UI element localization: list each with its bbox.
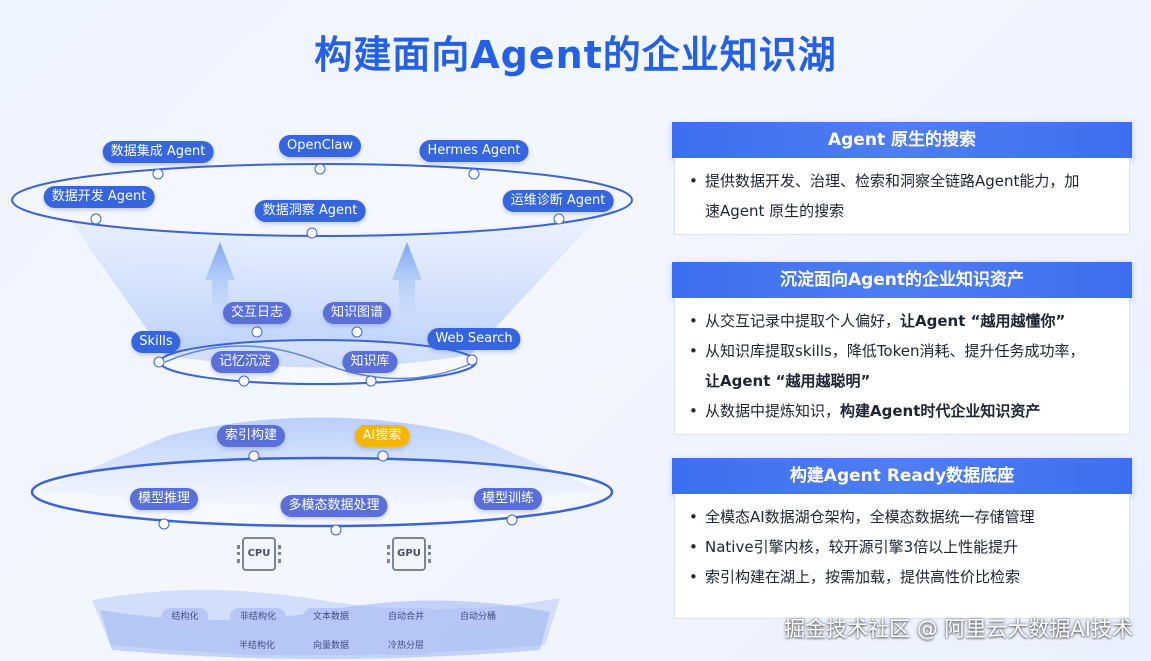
model-training: 模型训练: [473, 488, 543, 510]
lower-funnel: [40, 417, 600, 505]
panel-header: 构建Agent Ready数据底座: [672, 458, 1132, 494]
item-emphasis: 让Agent “越用越懂你”: [900, 312, 1066, 330]
node-dot: [466, 354, 478, 366]
storage-tag: 冷热分层: [377, 637, 435, 655]
interaction-log: 交互日志: [222, 302, 292, 324]
gpu-icon: GPU: [387, 537, 431, 571]
storage-tag: 文本数据: [302, 608, 360, 626]
node-dot: [506, 514, 518, 526]
layer-diagram: [11, 163, 633, 659]
storage-tag: 非结构化: [229, 608, 287, 626]
item-text: 全模态AI数据湖仓架构，全模态数据统一存储管理: [705, 508, 1035, 526]
agent-data-integration: 数据集成 Agent: [102, 141, 214, 163]
item-text: 提供数据开发、治理、检索和洞察全链路Agent能力，加: [705, 172, 1080, 190]
panel-item: 索引构建在湖上，按需加载，提供高性价比检索: [685, 562, 1115, 592]
index-build: 索引构建: [216, 425, 286, 447]
storage-tag: 结构化: [161, 608, 209, 626]
item-text: 从知识库提取skills，降低Token消耗、提升任务成功率，: [705, 342, 1085, 360]
agent-hermes: Hermes Agent: [419, 140, 529, 162]
panel-item-continuation: 让Agent “越用越聪明”: [685, 366, 1115, 396]
item-text: 索引构建在湖上，按需加载，提供高性价比检索: [705, 568, 1021, 586]
panel-header: Agent 原生的搜索: [672, 122, 1132, 158]
storage-tag: 自动分桶: [449, 608, 507, 626]
web-search: Web Search: [427, 328, 521, 350]
node-dot: [330, 524, 342, 536]
node-dot: [152, 168, 164, 180]
item-text: 速Agent 原生的搜索: [705, 202, 845, 220]
agent-openclaw: OpenClaw: [278, 135, 362, 157]
panel-body: 全模态AI数据湖仓架构，全模态数据统一存储管理 Native引擎内核，较开源引擎…: [674, 494, 1130, 619]
panel-knowledge-assets: 沉淀面向Agent的企业知识资产 从交互记录中提取个人偏好，让Agent “越用…: [672, 262, 1132, 435]
node-dot: [553, 213, 565, 225]
up-arrow-right: [392, 242, 422, 325]
panel-body: 提供数据开发、治理、检索和洞察全链路Agent能力，加 速Agent 原生的搜索: [674, 158, 1130, 235]
node-dot: [90, 213, 102, 225]
node-dot: [351, 326, 363, 338]
panel-header: 沉淀面向Agent的企业知识资产: [672, 262, 1132, 298]
panel-body: 从交互记录中提取个人偏好，让Agent “越用越懂你” 从知识库提取skills…: [674, 298, 1130, 435]
panel-item: 从知识库提取skills，降低Token消耗、提升任务成功率，: [685, 336, 1115, 366]
storage-tag: 自动合并: [377, 608, 435, 626]
node-dot: [468, 168, 480, 180]
panel-item: Native引擎内核，较开源引擎3倍以上性能提升: [685, 532, 1115, 562]
node-dot: [306, 227, 318, 239]
panel-item: 全模态AI数据湖仓架构，全模态数据统一存储管理: [685, 502, 1115, 532]
node-dot: [314, 163, 326, 175]
agent-data-insight: 数据洞察 Agent: [254, 200, 366, 222]
agent-data-development: 数据开发 Agent: [43, 186, 155, 208]
multimodal-processing: 多模态数据处理: [280, 495, 388, 517]
item-emphasis: 构建Agent时代企业知识资产: [840, 402, 1041, 420]
storage-tag: 半结构化: [228, 637, 286, 655]
storage-wave-front: [100, 600, 550, 659]
panel-agent-ready-foundation: 构建Agent Ready数据底座 全模态AI数据湖仓架构，全模态数据统一存储管…: [672, 458, 1132, 619]
knowledge-base: 知识库: [342, 351, 398, 373]
model-inference: 模型推理: [129, 488, 199, 510]
storage-tag: 向量数据: [302, 637, 360, 655]
panel-item: 提供数据开发、治理、检索和洞察全链路Agent能力，加: [685, 166, 1115, 196]
skills: Skills: [131, 331, 181, 353]
node-dot: [365, 375, 377, 387]
item-text: 从交互记录中提取个人偏好，: [705, 312, 901, 330]
panel-item: 从交互记录中提取个人偏好，让Agent “越用越懂你”: [685, 306, 1115, 336]
node-dot: [238, 375, 250, 387]
item-text: Native引擎内核，较开源引擎3倍以上性能提升: [705, 538, 1019, 556]
item-emphasis: 让Agent “越用越聪明”: [705, 372, 871, 390]
middle-wave: [164, 345, 476, 380]
knowledge-graph: 知识图谱: [322, 302, 392, 324]
node-dot: [158, 518, 170, 530]
node-dot: [153, 356, 165, 368]
ai-search: AI搜索: [354, 425, 410, 447]
panel-agent-native-search: Agent 原生的搜索 提供数据开发、治理、检索和洞察全链路Agent能力，加 …: [672, 122, 1132, 235]
node-dot: [248, 450, 260, 462]
panel-item-continuation: 速Agent 原生的搜索: [685, 196, 1115, 226]
panel-item: 从数据中提炼知识，构建Agent时代企业知识资产: [685, 396, 1115, 426]
agent-ops-diagnosis: 运维诊断 Agent: [502, 190, 614, 212]
cpu-icon: CPU: [237, 537, 281, 571]
watermark: 掘金技术社区 @ 阿里云大数据AI技术: [784, 617, 1133, 641]
memory-accumulation: 记忆沉淀: [210, 351, 280, 373]
node-dot: [377, 450, 389, 462]
node-dot: [251, 326, 263, 338]
item-text: 从数据中提炼知识，: [705, 402, 841, 420]
page-title: 构建面向Agent的企业知识湖: [314, 33, 837, 77]
